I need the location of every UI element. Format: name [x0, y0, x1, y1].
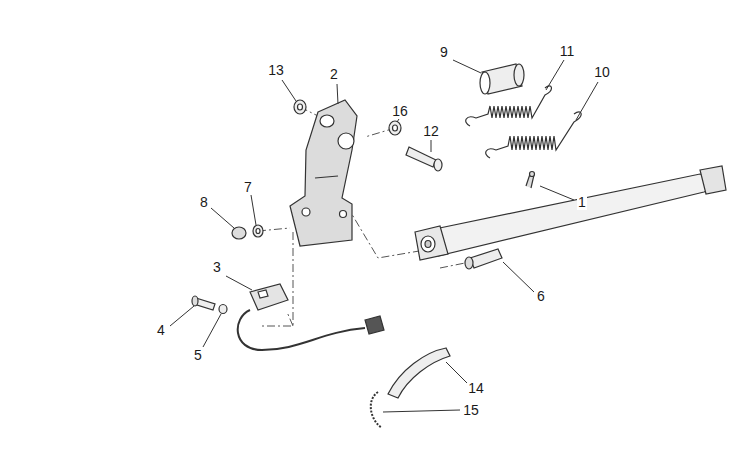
cover-and-clamp — [371, 348, 450, 428]
callout-number: 9 — [439, 44, 449, 60]
callout-number: 3 — [212, 259, 222, 275]
small-parts — [192, 100, 502, 314]
callout-number: 10 — [593, 64, 611, 80]
callout-number: 8 — [199, 194, 209, 210]
switch-and-cable — [238, 284, 384, 350]
callout-number: 14 — [467, 380, 485, 396]
callout-number: 11 — [559, 43, 576, 59]
callout-number: 7 — [243, 179, 253, 195]
callout-number: 6 — [536, 288, 546, 304]
callout-number: 12 — [422, 123, 440, 139]
sleeve-and-springs — [466, 64, 581, 158]
callout-number: 4 — [156, 322, 166, 338]
leader-lines — [170, 60, 598, 412]
callout-number: 15 — [462, 402, 480, 418]
side-stand — [415, 166, 726, 260]
callout-number: 16 — [391, 103, 409, 119]
callout-number: 1 — [577, 194, 587, 210]
assembly-axis — [258, 107, 470, 326]
callout-number: 13 — [267, 62, 285, 78]
callout-number: 5 — [193, 347, 203, 363]
callout-number: 2 — [329, 66, 339, 82]
stand-bracket — [290, 100, 357, 246]
